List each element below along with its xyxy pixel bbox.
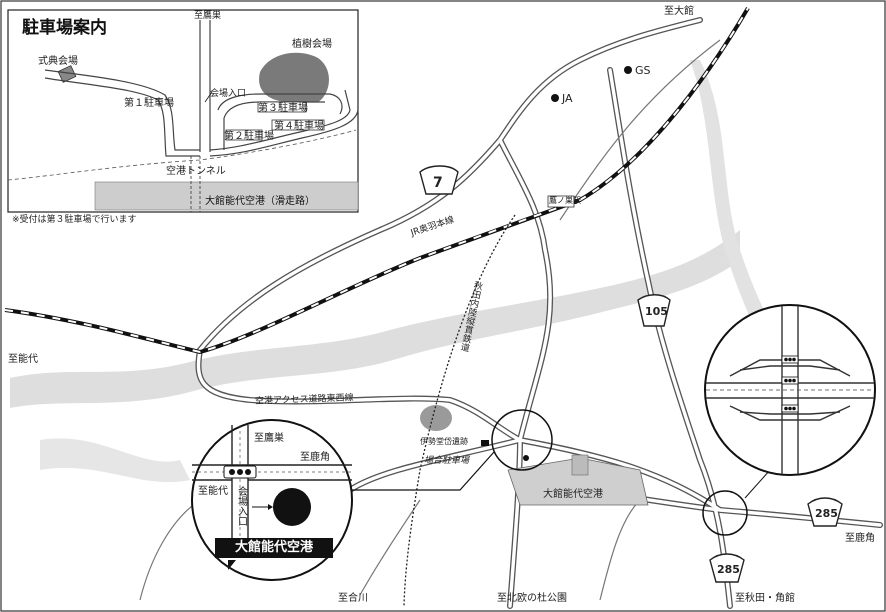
inset-venue-entrance: 会場入口: [210, 89, 247, 99]
inset-tunnel: 空港トンネル: [166, 166, 226, 177]
tree-planting-area: [259, 52, 329, 102]
label-to-odate: 至大館: [664, 6, 694, 17]
venue-marker-main: [523, 455, 529, 461]
leader-285: [744, 469, 771, 499]
route-105-shield: [637, 294, 671, 327]
banner-pointer: [228, 560, 236, 570]
label-ja: JA: [562, 92, 573, 105]
label-to-noshiro: 至能代: [8, 354, 38, 365]
inset-parking4: 第４駐車場: [274, 121, 324, 132]
river-band: [10, 230, 740, 408]
label-airport: 大館能代空港: [543, 489, 603, 500]
east-river: [690, 60, 800, 380]
inset-note: ※受付は第３駐車場で行います: [12, 215, 137, 225]
label-parking-handwritten: 場合駐車場: [424, 456, 470, 466]
route-285-shield-right: [807, 497, 843, 527]
inset-runway-label: 大館能代空港（滑走路）: [205, 196, 315, 207]
parking4-box: [271, 119, 325, 131]
ruins-marker: [481, 440, 489, 446]
inset-parking3: 第３駐車場: [258, 103, 308, 114]
gs-marker: [624, 66, 632, 74]
airport-detail-roads: [192, 425, 352, 540]
label-to-kitaakita: 至北欧の杜公園: [497, 593, 567, 604]
west-terrain: [40, 438, 190, 483]
junction-circle-285: [702, 490, 748, 536]
label-gs: GS: [635, 64, 651, 77]
inset-title: 駐車場案内: [22, 18, 107, 38]
inset-runway: [94, 181, 359, 211]
route-285-number-bottom: 285: [717, 563, 740, 576]
route-7-number: 7: [433, 175, 443, 191]
airport-banner: 大館能代空港: [215, 538, 333, 558]
pond: [420, 405, 452, 431]
detail-venue-marker: [273, 488, 311, 526]
route-285-shield-bottom: [709, 553, 745, 583]
label-to-aikawa: 至合川: [338, 593, 368, 604]
inset-parking2: 第２駐車場: [224, 131, 274, 142]
local-roads: [139, 39, 721, 601]
route-105-number: 105: [645, 305, 668, 318]
akita-nairiku-railway: [403, 214, 516, 607]
junction-circle-airport: [491, 409, 553, 471]
detail-venue-entrance: 会場入口: [235, 486, 247, 526]
inset-tree-planting: 植樹会場: [292, 39, 332, 50]
detail-to-takanosu: 至鷹巣: [254, 433, 284, 444]
parking2-box: [225, 129, 263, 141]
route-285-number-right: 285: [815, 507, 838, 520]
jr-line-dash: [4, 7, 749, 354]
station-box: [547, 195, 575, 208]
parking3-box: [257, 101, 307, 113]
leader-airport: [345, 451, 495, 491]
ja-marker: [551, 94, 559, 102]
inset-parking1: 第１駐車場: [124, 98, 174, 109]
detail-to-kazuno: 至鹿角: [300, 452, 330, 463]
label-to-kazuno-right: 至鹿角: [845, 533, 875, 544]
label-ruins: 伊勢堂岱遺跡: [420, 437, 468, 446]
label-station: 鷹ノ巣駅: [549, 196, 581, 205]
airport-terminal: [571, 454, 589, 476]
ceremony-building: [57, 65, 77, 83]
inset-ceremony: 式典会場: [38, 56, 78, 67]
detail-to-noshiro: 至能代: [198, 486, 228, 497]
route-7-shield: [419, 165, 459, 195]
label-to-akita-kakunodate: 至秋田・角館: [735, 593, 795, 604]
inset-to-takanosu: 至鷹巣: [194, 11, 222, 21]
airport-building: [507, 457, 649, 506]
